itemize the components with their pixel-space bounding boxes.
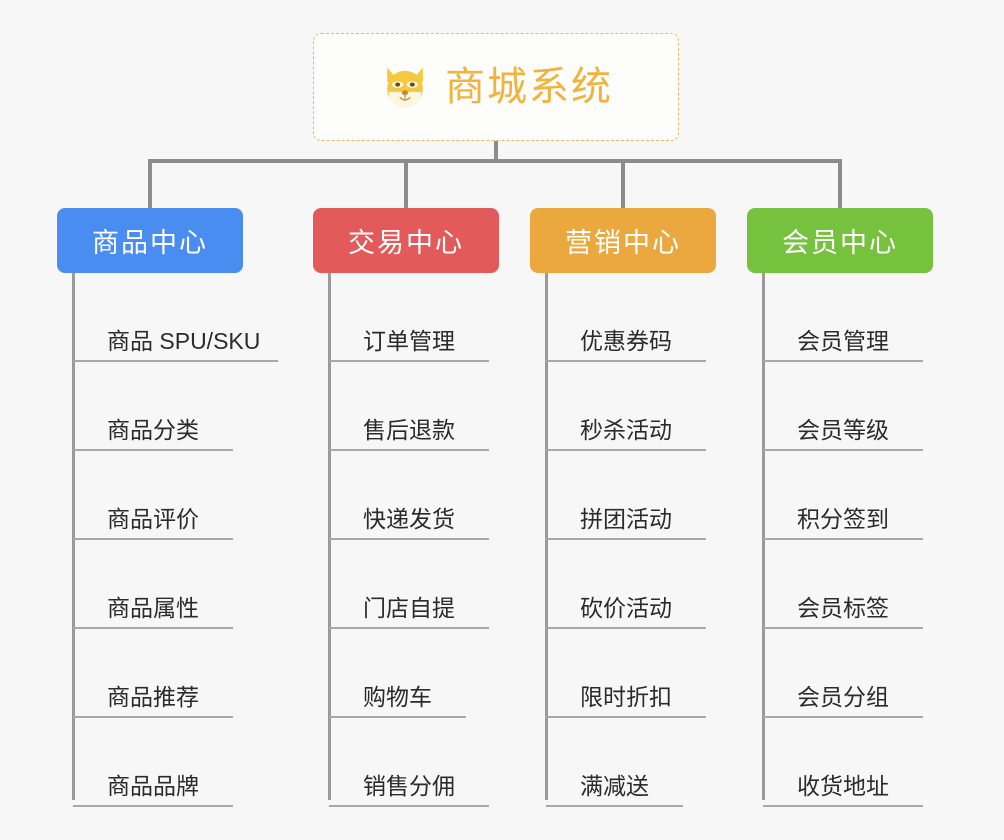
leaf-label: 销售分佣 (363, 773, 455, 799)
connector-drop-member-center (838, 159, 842, 208)
leaf-item[interactable]: 商品属性 (73, 540, 303, 629)
leaf-item[interactable]: 商品品牌 (73, 718, 303, 807)
leaf-item[interactable]: 订单管理 (329, 273, 559, 362)
connector-drop-marketing-center (621, 159, 625, 208)
leaf-item[interactable]: 商品分类 (73, 362, 303, 451)
leaf-underline (73, 449, 233, 451)
root-node-title: 商城系统 (445, 65, 613, 109)
leaf-label: 秒杀活动 (580, 417, 672, 443)
leaf-underline (329, 805, 489, 807)
leaf-underline (763, 360, 923, 362)
leaf-label: 购物车 (363, 684, 432, 710)
leaf-underline (73, 716, 233, 718)
leaf-label: 拼团活动 (580, 506, 672, 532)
leaf-label: 砍价活动 (580, 595, 672, 621)
connector-drop-trade-center (404, 159, 408, 208)
leaf-item[interactable]: 门店自提 (329, 540, 559, 629)
leaf-label: 会员标签 (797, 595, 889, 621)
branch-spine (72, 273, 75, 800)
leaf-item[interactable]: 商品 SPU/SKU (73, 273, 303, 362)
leaf-label: 商品推荐 (107, 684, 199, 710)
leaf-label: 优惠券码 (580, 328, 672, 354)
leaf-label: 售后退款 (363, 417, 455, 443)
branch-header-member-center[interactable]: 会员中心 (747, 208, 933, 273)
leaf-item[interactable]: 购物车 (329, 629, 559, 718)
branch-header-label: 营销中心 (565, 228, 681, 258)
leaf-underline (73, 627, 233, 629)
leaf-underline (546, 449, 706, 451)
leaf-label: 满减送 (580, 773, 649, 799)
leaf-underline (329, 716, 466, 718)
leaf-underline (73, 805, 233, 807)
leaf-item[interactable]: 满减送 (546, 718, 776, 807)
branch-header-label: 商品中心 (92, 228, 208, 258)
leaf-item[interactable]: 会员等级 (763, 362, 993, 451)
root-node-shop-system[interactable]: 商城系统 (313, 33, 679, 141)
leaf-item[interactable]: 售后退款 (329, 362, 559, 451)
leaf-item[interactable]: 限时折扣 (546, 629, 776, 718)
leaf-item[interactable]: 会员分组 (763, 629, 993, 718)
branch-header-trade-center[interactable]: 交易中心 (313, 208, 499, 273)
leaf-underline (546, 360, 706, 362)
leaf-label: 快递发货 (363, 506, 455, 532)
branch-header-product-center[interactable]: 商品中心 (57, 208, 243, 273)
leaf-underline (763, 716, 923, 718)
leaf-underline (73, 360, 278, 362)
leaf-underline (329, 627, 489, 629)
leaf-item[interactable]: 拼团活动 (546, 451, 776, 540)
leaf-underline (763, 805, 923, 807)
branch-spine (328, 273, 331, 800)
leaf-underline (546, 716, 706, 718)
leaf-item[interactable]: 收货地址 (763, 718, 993, 807)
leaf-underline (329, 449, 489, 451)
leaf-underline (763, 538, 923, 540)
leaf-list-marketing-center: 优惠券码 秒杀活动 拼团活动 砍价活动 限时折扣 满减送 (546, 273, 776, 807)
connector-root-stub (494, 141, 498, 163)
leaf-item[interactable]: 销售分佣 (329, 718, 559, 807)
leaf-list-member-center: 会员管理 会员等级 积分签到 会员标签 会员分组 收货地址 (763, 273, 993, 807)
leaf-underline (546, 627, 706, 629)
leaf-underline (763, 449, 923, 451)
leaf-label: 商品分类 (107, 417, 199, 443)
leaf-underline (329, 360, 489, 362)
leaf-item[interactable]: 积分签到 (763, 451, 993, 540)
connector-bus-bar (148, 159, 842, 163)
leaf-item[interactable]: 快递发货 (329, 451, 559, 540)
leaf-label: 商品品牌 (107, 773, 199, 799)
leaf-underline (546, 805, 683, 807)
leaf-label: 商品 SPU/SKU (107, 328, 261, 354)
leaf-item[interactable]: 会员管理 (763, 273, 993, 362)
leaf-label: 会员分组 (797, 684, 889, 710)
leaf-item[interactable]: 优惠券码 (546, 273, 776, 362)
branch-header-label: 会员中心 (782, 228, 898, 258)
leaf-item[interactable]: 砍价活动 (546, 540, 776, 629)
leaf-label: 订单管理 (363, 328, 455, 354)
leaf-list-product-center: 商品 SPU/SKU 商品分类 商品评价 商品属性 商品推荐 商品品牌 (73, 273, 303, 807)
connector-drop-product-center (148, 159, 152, 208)
leaf-label: 会员等级 (797, 417, 889, 443)
branch-spine (762, 273, 765, 800)
leaf-item[interactable]: 商品推荐 (73, 629, 303, 718)
leaf-underline (329, 538, 489, 540)
branch-spine (545, 273, 548, 800)
leaf-label: 收货地址 (797, 773, 889, 799)
leaf-underline (73, 538, 233, 540)
leaf-label: 门店自提 (363, 595, 455, 621)
leaf-item[interactable]: 会员标签 (763, 540, 993, 629)
branch-header-marketing-center[interactable]: 营销中心 (530, 208, 716, 273)
branch-header-label: 交易中心 (348, 228, 464, 258)
leaf-label: 限时折扣 (580, 684, 672, 710)
leaf-list-trade-center: 订单管理 售后退款 快递发货 门店自提 购物车 销售分佣 (329, 273, 559, 807)
leaf-label: 商品评价 (107, 506, 199, 532)
leaf-item[interactable]: 商品评价 (73, 451, 303, 540)
leaf-underline (763, 627, 923, 629)
leaf-underline (546, 538, 706, 540)
shiba-dog-face-icon (387, 67, 423, 109)
leaf-label: 商品属性 (107, 595, 199, 621)
leaf-label: 会员管理 (797, 328, 889, 354)
leaf-item[interactable]: 秒杀活动 (546, 362, 776, 451)
leaf-label: 积分签到 (797, 506, 889, 532)
